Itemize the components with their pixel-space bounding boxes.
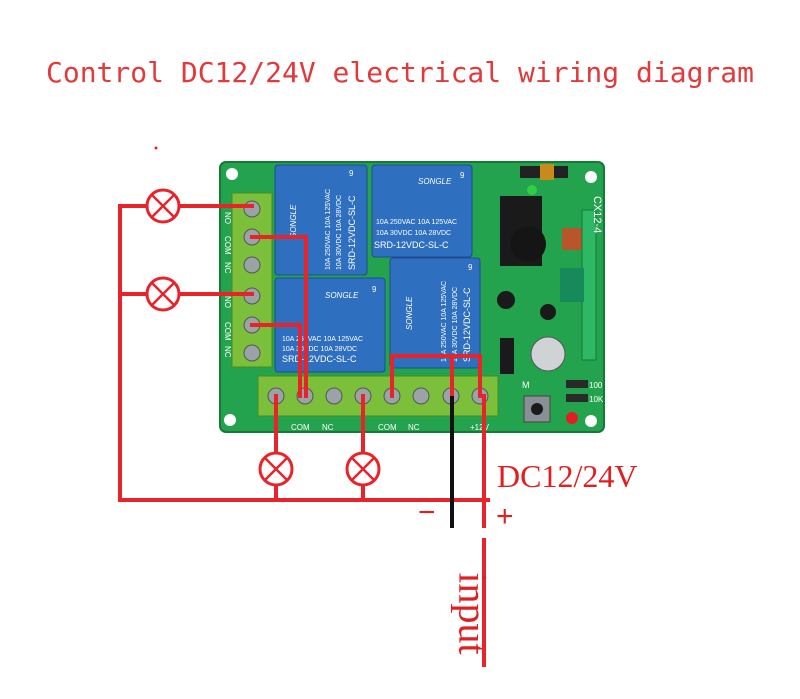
left-label-5: COM xyxy=(223,322,232,341)
relay-2-model: SRD-12VDC-SL-C xyxy=(374,240,449,250)
relay-4-brand: SONGLE xyxy=(405,296,414,330)
green-connector xyxy=(560,268,584,302)
relay-2-body xyxy=(371,164,473,258)
relay-3-marker: 9 xyxy=(372,285,377,294)
diode xyxy=(500,338,514,374)
bottom-terminal-labels: COM NC COM NC +12V xyxy=(291,423,490,432)
bottom-label-4: NC xyxy=(408,423,420,432)
relay-2-rating-2: 10A 30VDC 10A 28VDC xyxy=(376,230,451,237)
relay-4-rating-2: 10A 30VDC 10A 28VDC xyxy=(452,287,459,362)
relay-1-body xyxy=(274,164,368,276)
relay-2-rating-1: 10A 250VAC 10A 125VAC xyxy=(376,219,457,226)
wire-bus-top xyxy=(390,354,482,398)
relay-4-model: SRD-12VDC-SL-C xyxy=(462,287,472,362)
relay-4-marker: 9 xyxy=(468,263,473,272)
push-button xyxy=(523,395,551,423)
resistor-100 xyxy=(566,380,588,388)
relay-3-rating-2: 10A 30VDC 10A 28VDC xyxy=(282,346,357,353)
left-terminal-block xyxy=(231,192,273,368)
left-label-3: NC xyxy=(223,262,232,274)
diagram-title: Control DC12/24V electrical wiring diagr… xyxy=(45,56,754,89)
bottom-label-1: COM xyxy=(291,423,310,432)
electrolytic-capacitor xyxy=(530,336,566,372)
capacitor-small xyxy=(540,304,556,320)
relay-1-marker: 9 xyxy=(349,169,354,178)
relay-1-rating-1: 10A 250VAC 10A 125VAC xyxy=(325,189,332,270)
mount-hole-tl xyxy=(226,168,238,180)
relay-4: SONGLE SRD-12VDC-SL-C 10A 250VAC 10A 125… xyxy=(389,257,481,369)
mount-hole-bl xyxy=(224,414,236,426)
bottom-label-5: +12V xyxy=(470,423,490,432)
push-button-cap xyxy=(531,403,543,415)
negative-sign: − xyxy=(418,496,436,529)
transistor xyxy=(497,291,515,309)
receiver-coil xyxy=(510,226,546,262)
wire-outer-left xyxy=(118,204,490,502)
relay-1-model: SRD-12VDC-SL-C xyxy=(347,195,357,270)
relay-3-model: SRD-12VDC-SL-C xyxy=(282,354,357,364)
left-screw-1 xyxy=(243,200,261,218)
left-screw-3 xyxy=(243,256,261,274)
relay-1-brand: SONGLE xyxy=(289,204,298,238)
relay-3: SONGLE SRD-12VDC-SL-C 10A 250VAC 10A 125… xyxy=(274,277,386,373)
lamp-2 xyxy=(145,276,181,312)
jumper-cap xyxy=(540,164,554,180)
bottom-label-2: NC xyxy=(322,423,334,432)
wire-com1 xyxy=(250,235,308,398)
voltage-label: DC12/24V xyxy=(497,458,638,494)
relay-3-brand: SONGLE xyxy=(325,291,359,300)
positive-sign: + xyxy=(496,500,514,533)
relay-2-brand: SONGLE xyxy=(418,177,452,186)
lamp-4 xyxy=(345,451,381,487)
relay-2-marker: 9 xyxy=(460,171,465,180)
receiver-circuit: CX12-4 M 100 10K xyxy=(497,164,604,424)
bottom-label-3: COM xyxy=(378,423,397,432)
relay-1-rating-2: 10A 30VDC 10A 28VDC xyxy=(336,195,343,270)
power-led xyxy=(527,185,537,195)
relay-4-body xyxy=(389,257,481,369)
relay-3-rating-1: 10A 250VAC 10A 125VAC xyxy=(282,336,363,343)
lamp-1-x-b xyxy=(151,194,175,218)
mount-hole-br xyxy=(585,415,597,427)
left-label-2: COM xyxy=(223,236,232,255)
resistor-10k-label: 10K xyxy=(589,395,604,404)
bottom-screw-3 xyxy=(325,387,343,405)
left-label-6: NC xyxy=(223,346,232,358)
relay-1: SONGLE SRD-12VDC-SL-C 10A 250VAC 10A 125… xyxy=(274,164,368,276)
lamp-3-x-b xyxy=(264,457,288,481)
status-led xyxy=(566,412,578,424)
stray-dot xyxy=(154,146,158,150)
bottom-terminal-block xyxy=(257,375,499,417)
board-model-label: CX12-4 xyxy=(591,196,603,233)
resistor-10k xyxy=(566,394,588,402)
bottom-screw-6 xyxy=(412,387,430,405)
pcb-mark: M xyxy=(522,380,530,390)
lamp-4-x-b xyxy=(351,457,375,481)
left-terminal-labels: NO COM NC NO COM NC xyxy=(223,212,232,358)
inductor xyxy=(562,228,582,250)
left-screw-6 xyxy=(243,344,261,362)
relay-4-rating-1: 10A 250VAC 10A 125VAC xyxy=(441,281,448,362)
relay-2: SONGLE SRD-12VDC-SL-C 10A 250VAC 10A 125… xyxy=(371,164,473,258)
lamp-3 xyxy=(258,451,294,487)
left-label-1: NO xyxy=(223,212,232,224)
lamp-2-x-b xyxy=(151,282,175,306)
mount-hole-tr xyxy=(585,171,597,183)
resistor-100-label: 100 xyxy=(589,381,603,390)
red-wiring xyxy=(118,204,490,667)
lamp-1 xyxy=(145,188,181,224)
left-label-4: NO xyxy=(223,296,232,308)
input-label: input xyxy=(450,572,496,655)
